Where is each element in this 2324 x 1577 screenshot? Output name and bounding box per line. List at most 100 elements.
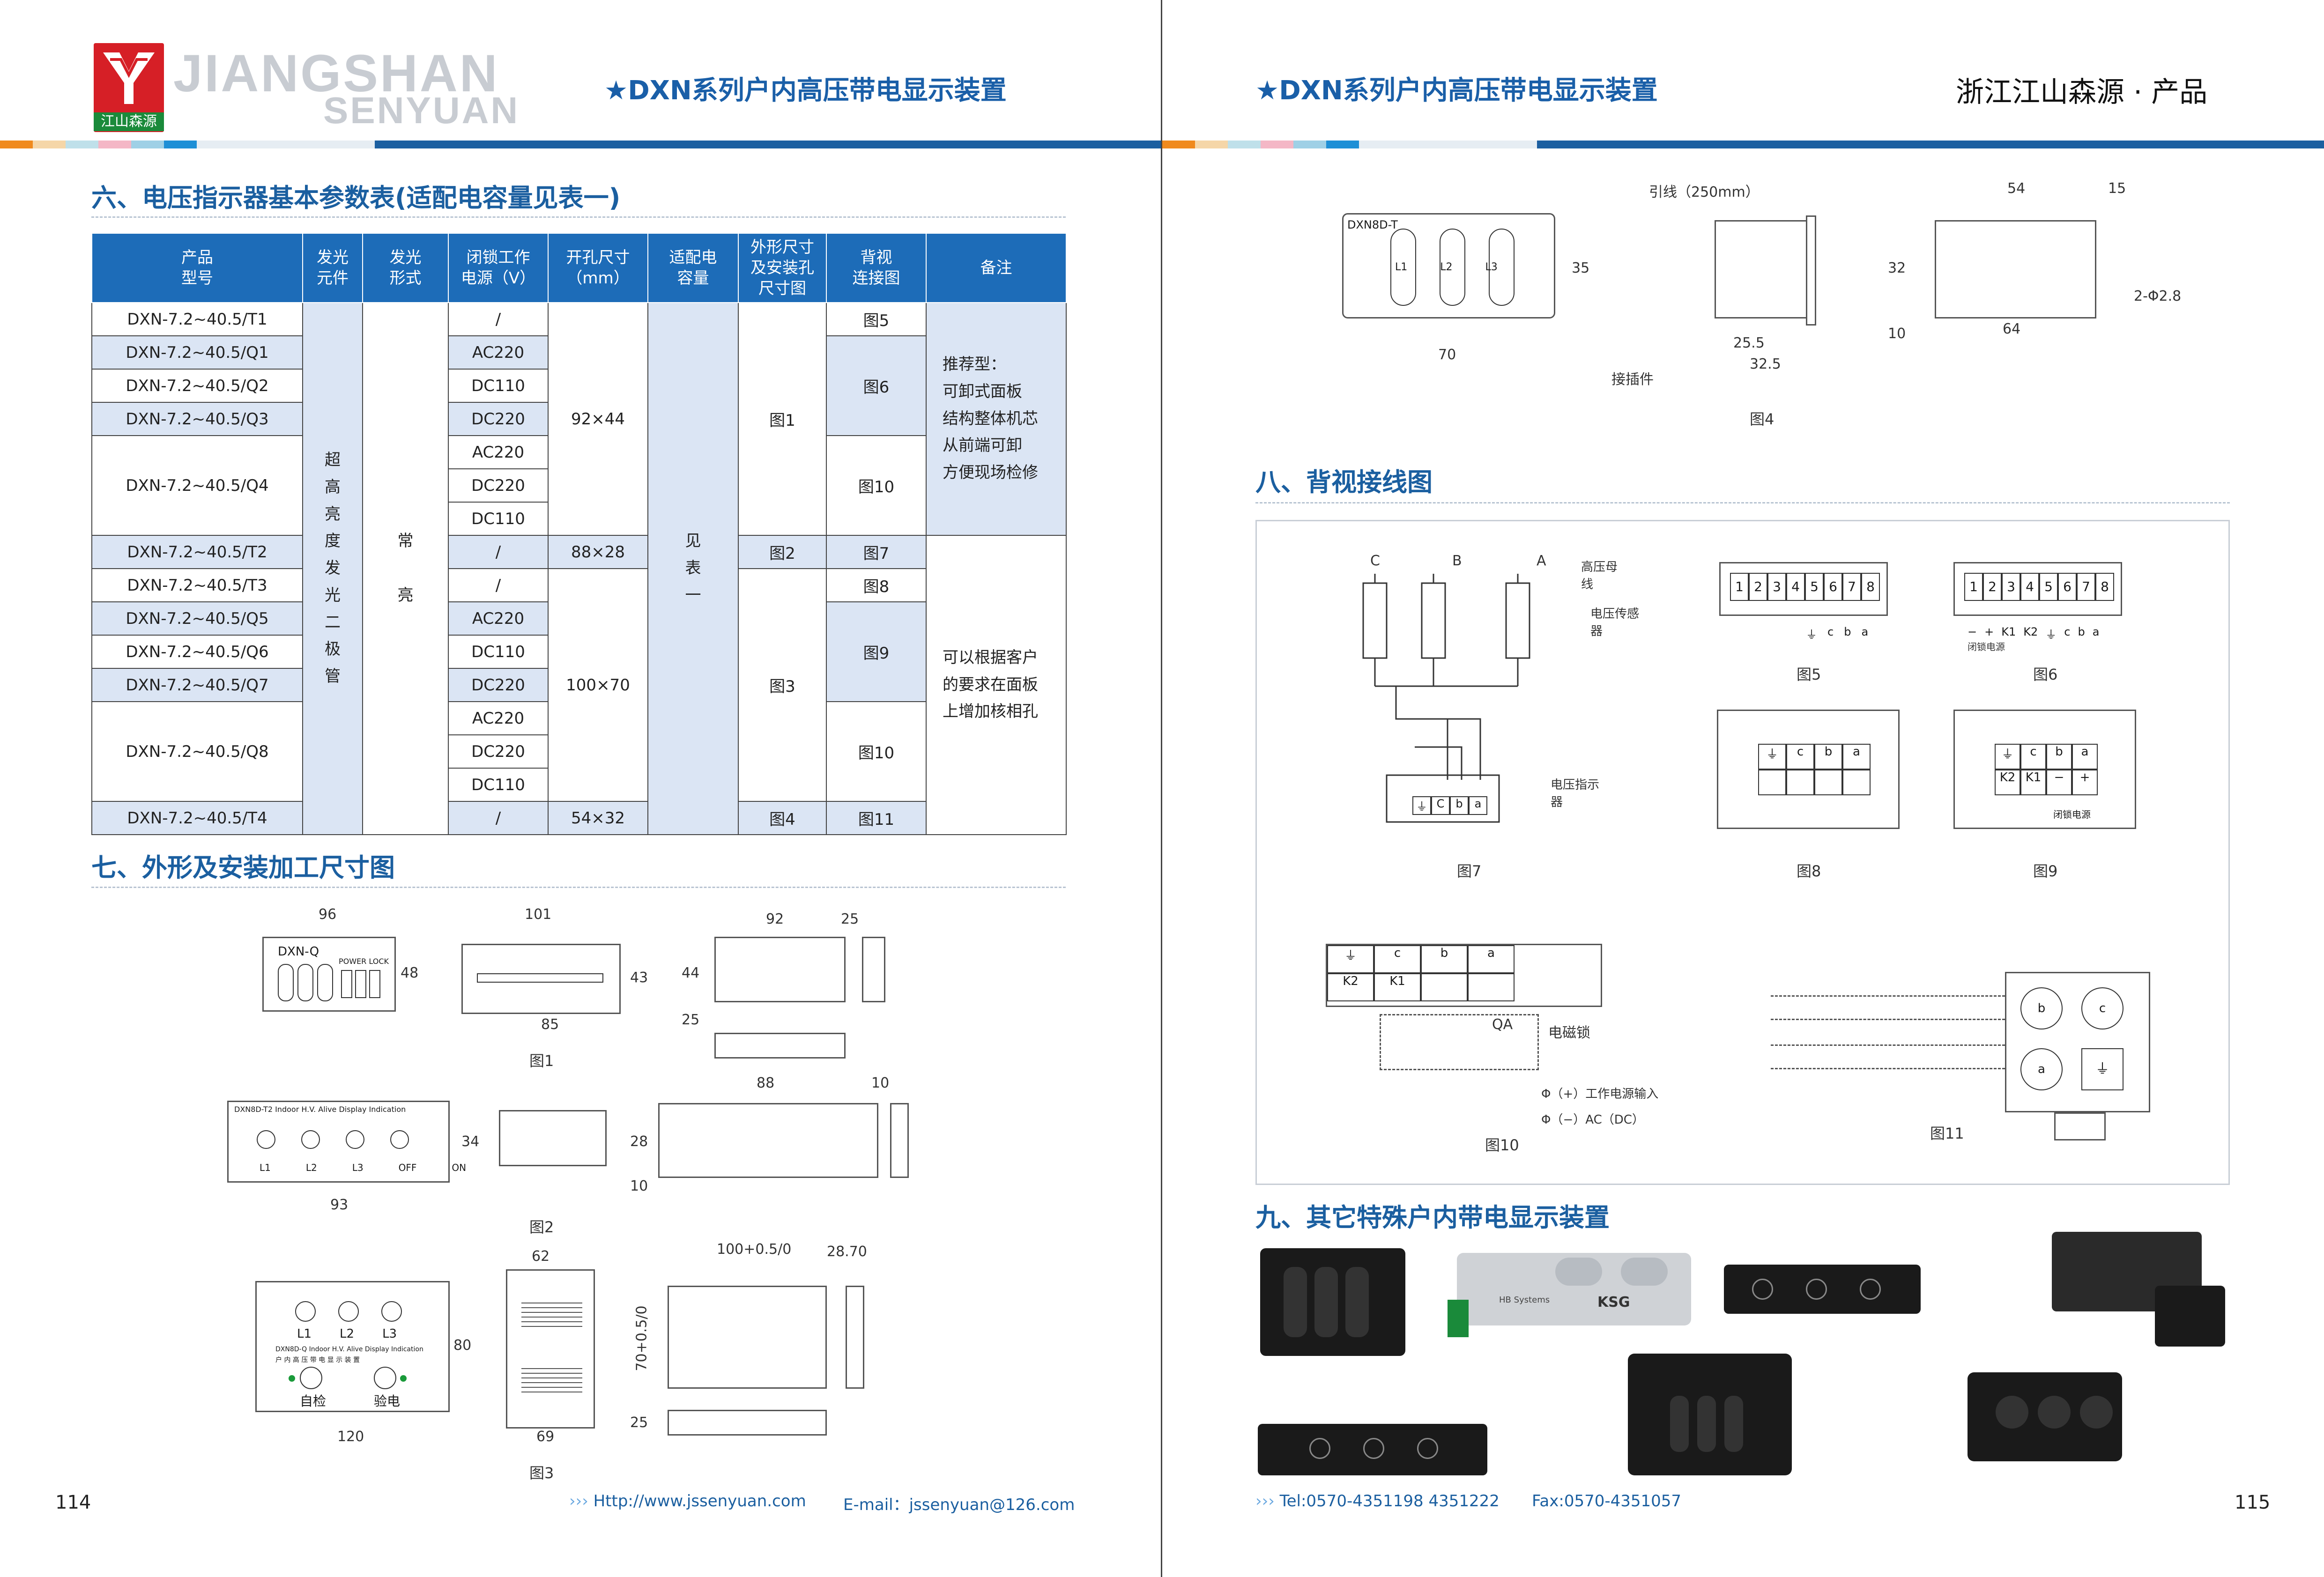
company-product: 浙江江山森源 · 产品 xyxy=(1956,76,2208,109)
footer-fax[interactable]: Fax:0570-4351057 xyxy=(1532,1492,1682,1510)
section8-rule xyxy=(1255,502,2230,503)
table-row: DC110 xyxy=(92,502,1066,536)
power-cell: / xyxy=(448,302,549,336)
fig1-caption: 图1 xyxy=(529,1052,554,1070)
fig4-connector: 接插件 xyxy=(1611,371,1654,388)
series-title-right: ★DXN系列户内高压带电显示装置 xyxy=(1255,75,1658,106)
power-cell: / xyxy=(448,801,549,835)
power-cell: AC220 xyxy=(448,335,549,370)
color-stripe-right xyxy=(1162,141,2324,148)
parameter-table: 产品 型号 发光 元件 发光 形式 闭锁工作 电源（V） 开孔尺寸 （mm） 适… xyxy=(91,233,1067,835)
section8-title: 八、背视接线图 xyxy=(1255,467,1433,497)
hole-cell: 54×32 xyxy=(548,801,648,835)
fig3-dim-120: 120 xyxy=(337,1429,364,1445)
power-cell: DC220 xyxy=(448,668,549,702)
fig5-terminal-block: 1 2 3 4 5 6 7 8 xyxy=(1719,562,1888,616)
col-power: 闭锁工作 电源（V） xyxy=(448,233,549,303)
fig8-terminal-block: ⏚ c b a xyxy=(1717,710,1900,829)
page-number-right: 115 xyxy=(2235,1492,2271,1513)
outline-cell: 图4 xyxy=(738,801,827,835)
rear-cell: 图6 xyxy=(826,335,927,436)
product-photo-6 xyxy=(1628,1354,1792,1475)
fig2-dim-93: 93 xyxy=(330,1197,349,1213)
fig3-cutout xyxy=(668,1286,827,1389)
table-row: DC220 xyxy=(92,734,1066,769)
table-row: DXN-7.2~40.5/Q7 DC220 xyxy=(91,668,1066,702)
fig2-front-panel: DXN8D-T2 Indoor H.V. Alive Display Indic… xyxy=(227,1101,466,1183)
fig10-caption: 图10 xyxy=(1485,1136,1519,1154)
fig7-indicator-label: 电压指示器 xyxy=(1551,778,1600,809)
fig2-side-view xyxy=(499,1110,607,1166)
fig2-dim-28: 28 xyxy=(630,1133,648,1150)
table-row: DC110 xyxy=(92,768,1066,802)
col-note: 备注 xyxy=(926,233,1067,303)
fig11-dash-lines xyxy=(1771,995,2005,1070)
fig4-dim-35: 35 xyxy=(1572,260,1590,276)
note-cell-recommended: 推荐型：可卸式面板结构整体机芯从前端可卸方便现场检修 xyxy=(926,302,1067,536)
fig6-caption: 图6 xyxy=(2033,666,2058,683)
fig3-cutout-bottom xyxy=(668,1410,827,1436)
table-row: DXN-7.2~40.5/Q2 DC110 xyxy=(91,369,1066,403)
fig7-phase-a: A xyxy=(1537,553,1546,569)
footer-tel[interactable]: ››› Tel:0570-4351198 4351222 xyxy=(1255,1492,1500,1510)
capacity-cell: 见表一 xyxy=(647,302,739,835)
wiring-diagrams-box xyxy=(1255,520,2230,1185)
brand-sub: SENYUAN xyxy=(323,89,520,131)
fig7-sensor-label: 电压传感器 xyxy=(1590,607,1640,638)
fig1-side-view xyxy=(461,944,621,1014)
fig9-terminal-block: ⏚ c b a K2 K1 − + 闭锁电源 xyxy=(1953,710,2136,829)
product-photo-5 xyxy=(1258,1424,1487,1475)
footer-email[interactable]: E-mail：jssenyuan@126.com xyxy=(843,1496,1075,1514)
model-cell: DXN-7.2~40.5/Q4 xyxy=(91,435,303,536)
fig9-caption: 图9 xyxy=(2033,862,2058,880)
fig5-caption: 图5 xyxy=(1797,666,1821,683)
brand-main: JIANGSHAN xyxy=(173,44,499,103)
section6-title: 六、电压指示器基本参数表(适配电容量见表一) xyxy=(91,183,621,213)
fig3-dim-25: 25 xyxy=(630,1414,648,1431)
fig2-cutout xyxy=(658,1103,878,1178)
form-cell: 常亮 xyxy=(362,302,449,835)
col-outline: 外形尺寸 及安装孔 尺寸图 xyxy=(738,233,827,303)
fig4-caption: 图4 xyxy=(1750,410,1775,428)
hole-cell: 92×44 xyxy=(548,302,648,536)
rear-cell: 图8 xyxy=(826,568,927,602)
fig7-phase-b: B xyxy=(1452,553,1462,569)
power-cell: DC110 xyxy=(448,369,549,403)
fig7-bus-label: 高压母线 xyxy=(1581,560,1618,592)
power-cell: DC110 xyxy=(448,635,549,669)
outline-cell: 图3 xyxy=(738,568,827,802)
fig3-side-view xyxy=(506,1269,595,1429)
footer-website[interactable]: ››› Http://www.jssenyuan.com xyxy=(569,1492,806,1510)
fig1-dim-85: 85 xyxy=(541,1016,559,1033)
fig1-dim-43: 43 xyxy=(630,970,648,986)
fig4-dim-70: 70 xyxy=(1438,347,1456,363)
model-cell: DXN-7.2~40.5/Q3 xyxy=(91,402,303,436)
fig7-terminal-strip: ⏚ C b a xyxy=(1412,796,1487,815)
fig2-dim-34: 34 xyxy=(461,1133,480,1150)
section7-title: 七、外形及安装加工尺寸图 xyxy=(91,853,395,882)
table-row: DXN-7.2~40.5/T4 / 54×32 图4 图11 xyxy=(91,801,1066,835)
product-photo-1 xyxy=(1260,1248,1405,1356)
table-row: DC220 xyxy=(92,468,1066,503)
hole-cell: 88×28 xyxy=(548,535,648,569)
fig1-dim-48: 48 xyxy=(401,965,419,981)
table-header-row: 产品 型号 发光 元件 发光 形式 闭锁工作 电源（V） 开孔尺寸 （mm） 适… xyxy=(91,233,1067,303)
fig1-dim-25b: 25 xyxy=(682,1012,700,1028)
fig2-dim-88: 88 xyxy=(757,1075,775,1091)
col-capacity: 适配电 容量 xyxy=(647,233,739,303)
power-cell: DC110 xyxy=(448,502,549,536)
fig2-dim-10b: 10 xyxy=(630,1178,648,1194)
product-photo-4b xyxy=(2155,1286,2225,1347)
fig4-dim-holes: 2-Φ2.8 xyxy=(2134,288,2182,304)
rear-cell: 图9 xyxy=(826,601,927,702)
fig10-relay: QA xyxy=(1492,1016,1513,1033)
table-row: DXN-7.2~40.5/T2 / 88×28 图2 图7 可以根据客户的要求在… xyxy=(91,535,1067,835)
rear-cell: 图10 xyxy=(826,701,927,802)
table-row: DXN-7.2~40.5/Q5 AC220 图9 xyxy=(91,601,1066,702)
table-row: DXN-7.2~40.5/T3 / 100×70 图3 图8 xyxy=(91,568,1066,802)
table-row: DXN-7.2~40.5/Q4 AC220 图10 xyxy=(91,435,1066,536)
logo-mark-icon xyxy=(103,52,155,104)
